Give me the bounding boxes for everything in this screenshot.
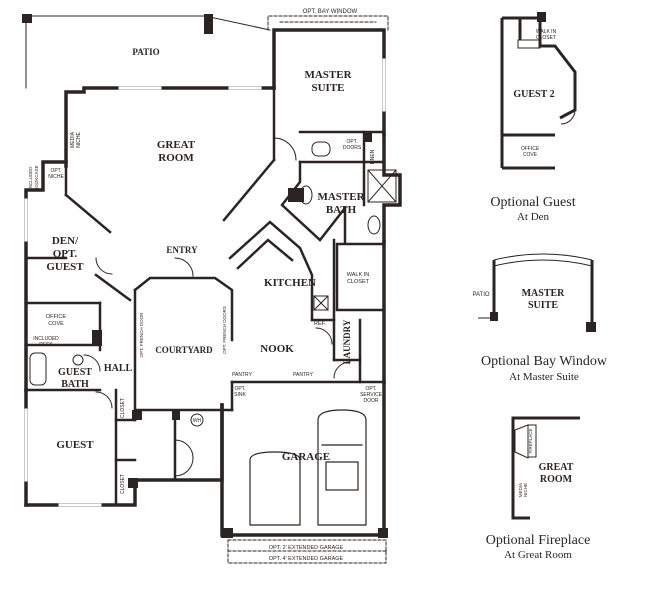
great-room-label: ROOM <box>540 474 573 485</box>
door-swings <box>83 137 351 477</box>
walk-in-closet-label: WALK IN <box>536 29 557 35</box>
extended-garage-2-label: OPT. 2' EXTENDED GARAGE <box>269 545 344 551</box>
pantry-label: PANTRY <box>293 372 313 378</box>
option-bay-window: PATIO MASTER SUITE Optional Bay Window A… <box>472 253 608 383</box>
included-desk-label: DESK <box>39 342 53 348</box>
patio-column <box>204 14 213 34</box>
media-niche-label: MEDIA <box>70 131 76 148</box>
option-guest-at-den: GUEST 2 WALK IN CLOSET OFFICE COVE Optio… <box>490 12 577 223</box>
great-room-label: GREAT <box>157 139 196 151</box>
courtyard-label: COURTYARD <box>155 345 213 355</box>
patio-column <box>22 14 32 23</box>
patio-label: PATIO <box>472 292 489 298</box>
den-label: OPT. <box>53 248 78 260</box>
entry-label: ENTRY <box>166 245 198 255</box>
opt-french-doors-label: OPT. FRENCH DOORS <box>222 306 227 354</box>
walk-in-closet-label: CLOSET <box>347 279 370 285</box>
garage-label: GARAGE <box>282 451 330 463</box>
master-bath-label: MASTER <box>317 191 365 203</box>
opt-sink-label: OPT. <box>234 386 245 392</box>
option-subcaption: At Great Room <box>504 549 572 561</box>
bath-fixtures <box>29 141 397 427</box>
option-fireplace: FIREPLACE MEDIA NICHE GREAT ROOM Optiona… <box>486 416 591 561</box>
water-heater-label: WH <box>193 418 202 424</box>
office-cove-label: COVE <box>523 152 538 158</box>
opt-niche-label: OPT. <box>50 168 61 174</box>
nook-label: NOOK <box>260 343 294 355</box>
garage-cars <box>249 409 367 526</box>
patio-label: PATIO <box>132 47 159 57</box>
ref-label: REF. <box>314 321 326 327</box>
den-label: GUEST <box>46 261 84 273</box>
guest-label: GUEST <box>56 439 94 451</box>
included-desk-label: INCLUDED <box>33 336 59 342</box>
wall-post <box>517 39 541 49</box>
option-caption: Optional Fireplace <box>486 533 591 548</box>
laundry-label: LAUNDRY <box>342 319 352 364</box>
windows <box>24 58 386 507</box>
den-label: DEN/ <box>52 235 79 247</box>
office-cove-label: OFFICE <box>521 146 540 152</box>
opt-french-door-label: OPT. FRENCH DOOR <box>139 312 144 358</box>
master-suite-label: MASTER <box>304 69 352 81</box>
main-plan-small-labels: OPT. BAY WINDOW MEDIA NICHE INCLUDED BOO… <box>28 9 383 562</box>
opt-service-door-label: SERVICE <box>360 392 383 398</box>
guest-2-label: GUEST 2 <box>513 89 554 100</box>
great-room-label: GREAT <box>539 462 574 473</box>
closet-label: CLOSET <box>120 398 126 418</box>
great-room-label: ROOM <box>158 152 194 164</box>
guest-bath-label: GUEST <box>58 367 92 378</box>
bay-window-outline <box>267 15 389 31</box>
main-floor-plan <box>22 14 402 564</box>
master-suite-label: SUITE <box>311 82 344 94</box>
closet-label: CLOSET <box>120 474 126 494</box>
kitchen-label: KITCHEN <box>264 277 316 289</box>
wall-post <box>490 312 498 321</box>
opt-sink-label: SINK <box>234 392 246 398</box>
media-niche-label: NICHE <box>523 483 528 497</box>
option-caption: Optional Guest <box>490 195 575 210</box>
linen-label: LINEN <box>370 149 376 164</box>
media-niche-label: NICHE <box>76 132 82 148</box>
opt-doors-label: OPT. <box>346 139 357 145</box>
master-bath-label: BATH <box>326 204 357 216</box>
extended-garage-outline <box>227 539 387 564</box>
walk-in-closet-label: WALK IN <box>347 272 369 278</box>
included-bookcase-label: BOOKCASE <box>34 165 39 190</box>
included-bookcase-label: INCLUDED <box>28 166 33 190</box>
option-subcaption: At Master Suite <box>509 371 579 383</box>
pantry-label: PANTRY <box>232 372 252 378</box>
extended-garage-4-label: OPT. 4' EXTENDED GARAGE <box>269 556 344 562</box>
bay-window-label: OPT. BAY WINDOW <box>303 9 358 15</box>
option-caption: Optional Bay Window <box>481 354 608 369</box>
fireplace-label: FIREPLACE <box>528 428 533 453</box>
office-cove-label: OFFICE <box>46 314 66 320</box>
walk-in-closet-label: CLOSET <box>536 35 556 41</box>
opt-service-door-label: OPT. <box>365 386 376 392</box>
master-suite-label: SUITE <box>528 300 558 311</box>
exterior-walls <box>24 28 402 537</box>
door-swing <box>560 109 576 125</box>
media-niche-label: MEDIA <box>518 483 523 497</box>
master-suite-label: MASTER <box>522 288 566 299</box>
opt-doors-label: DOORS <box>343 145 362 151</box>
wall-post <box>537 12 546 22</box>
opt-niche-label: NICHE <box>48 174 64 180</box>
opt-service-door-label: DOOR <box>364 398 379 404</box>
wall-post <box>586 322 596 332</box>
guest-bath-label: BATH <box>61 379 89 390</box>
main-plan-room-labels: PATIO MASTER SUITE GREAT ROOM MASTER BAT… <box>46 47 365 463</box>
office-cove-label: COVE <box>48 321 64 327</box>
option-subcaption: At Den <box>517 211 550 223</box>
hall-label: HALL <box>104 363 133 374</box>
